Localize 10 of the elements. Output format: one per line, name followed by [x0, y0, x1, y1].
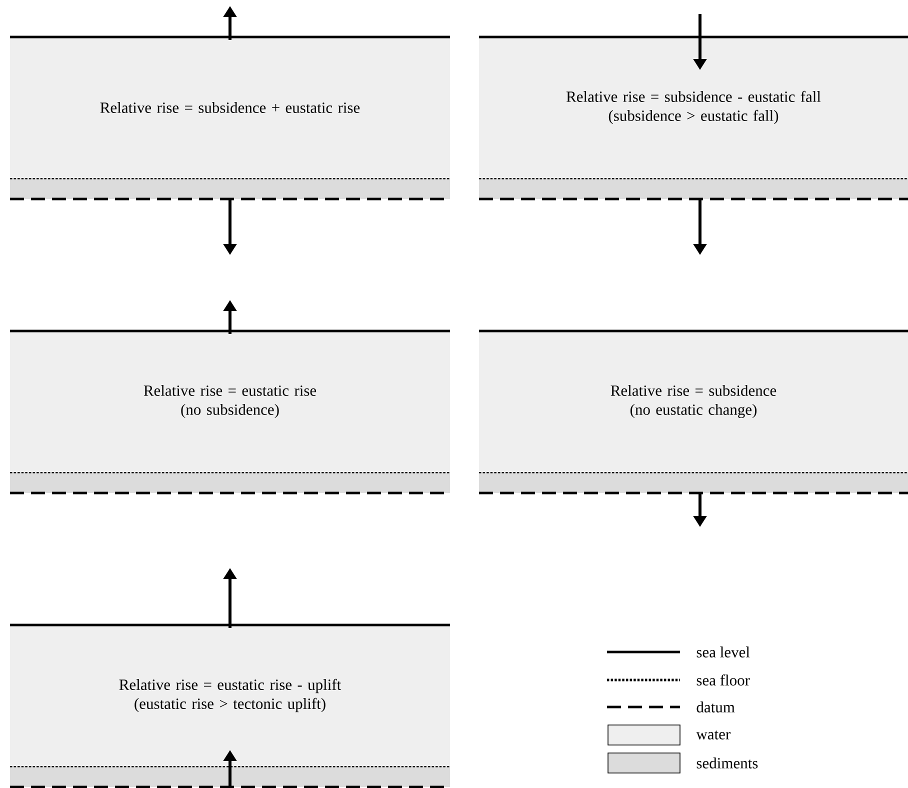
legend-label: sea level [696, 646, 750, 658]
legend-label: sea floor [696, 674, 750, 686]
water-panel: Relative rise = eustatic rise (no subsidence) [10, 331, 450, 472]
water-panel: Relative rise = subsidence + eustatic rise [10, 37, 450, 178]
legend-label: datum [696, 702, 735, 712]
legend-label: water [696, 730, 730, 740]
water-panel: Relative rise = eustatic rise - uplift (eustatic rise > tectonic uplift) [10, 625, 450, 766]
water-panel: Relative rise = subsidence - eustatic fall (subsidence > eustatic fall) [479, 37, 908, 178]
legend-label: sediments [696, 758, 758, 768]
water-panel: Relative rise = subsidence (no eustatic change) [479, 331, 908, 472]
